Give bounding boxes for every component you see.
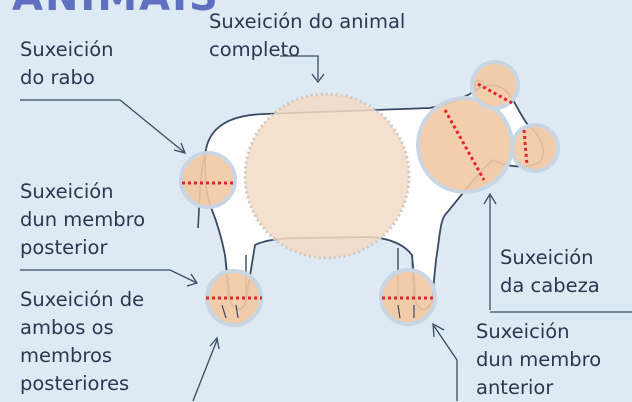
page-title: ANIMAIS: [12, 0, 220, 20]
label-one-hind-limb: Suxeición dun membro posterior: [20, 180, 146, 259]
callout-both-hind-limbs: [192, 339, 218, 401]
callout-whole-animal: [280, 55, 319, 80]
horn-highlight: [470, 60, 520, 110]
label-tail: Suxeición do rabo: [20, 38, 114, 89]
whole-animal-highlight: [243, 92, 411, 260]
head-highlight-large: [416, 96, 514, 194]
label-whole-animal: Suxeición do animal completo: [209, 10, 406, 61]
neck-restraint-line: [443, 109, 486, 181]
callout-tail: [20, 99, 186, 154]
label-both-hind-limbs: Suxeición de ambos os membros posteriore…: [20, 288, 145, 395]
tail-highlight: [179, 151, 237, 209]
label-one-fore-limb: Suxeición dun membro anterior: [476, 320, 602, 399]
callout-hind-limb: [20, 269, 198, 284]
callout-fore-limb: [433, 325, 458, 401]
hind-limb-highlight: [205, 269, 263, 327]
muzzle-highlight: [510, 123, 560, 173]
label-head: Suxeición da cabeza: [500, 246, 600, 297]
horn-restraint-line: [477, 82, 515, 106]
